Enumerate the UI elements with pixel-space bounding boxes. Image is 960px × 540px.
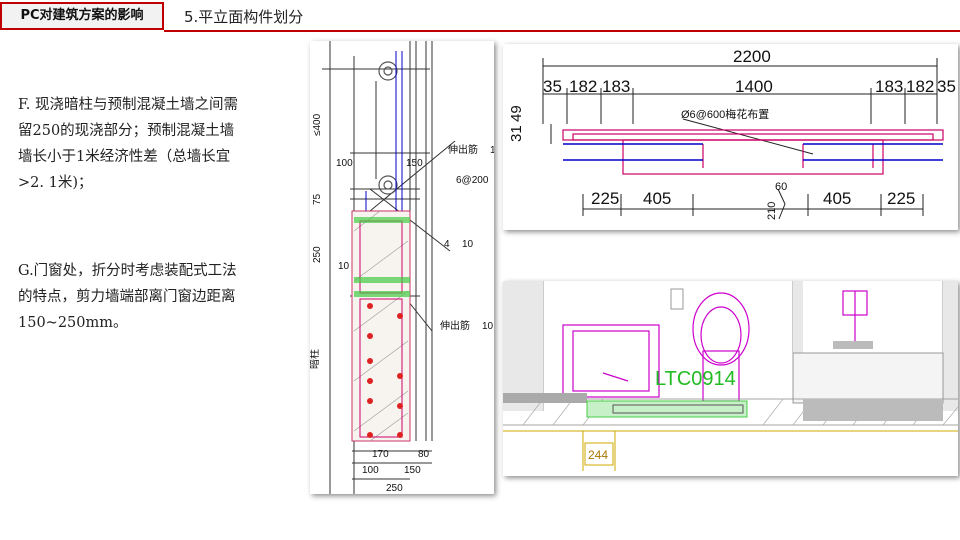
header-rule xyxy=(164,30,960,32)
slide-header: PC对建筑方案的影响 5.平立面构件划分 xyxy=(0,0,960,32)
note-label: 6@200 xyxy=(456,175,489,186)
dim-label: 35 xyxy=(937,77,956,96)
dim-label: 31 xyxy=(508,125,525,142)
column-section-drawing: ≤400 100 150 伸出筋 1 6@200 75 250 4 10 10 … xyxy=(310,41,494,494)
window-code-label: LTC0914 xyxy=(655,368,736,390)
text-line: >2. 1米)； xyxy=(18,175,93,191)
dim-label: 250 xyxy=(312,246,323,263)
dim-label: 405 xyxy=(823,189,851,208)
dim-label: 60 xyxy=(775,181,787,193)
note-label: 伸出筋 xyxy=(448,143,478,156)
note-label: 1 xyxy=(490,145,494,156)
note-label: 4 xyxy=(444,239,450,250)
dim-label: 210 xyxy=(766,202,778,220)
note-label: 10 xyxy=(338,261,350,272)
dim-label: 75 xyxy=(312,193,323,205)
dim-label: 100 xyxy=(336,158,353,169)
paragraph-g: G.门窗处，折分时考虑装配式工法 的特点，剪力墙端部离门窗边距离 150~250… xyxy=(18,258,308,336)
dim-label: 150 xyxy=(406,158,423,169)
chapter-tag: PC对建筑方案的影响 xyxy=(0,2,164,30)
text-line: G.门窗处，折分时考虑装配式工法 xyxy=(18,263,237,279)
text-line: 留250的现浇部分；预制混凝土墙 xyxy=(18,123,235,139)
dim-label: 35 xyxy=(543,77,562,96)
dim-label: 1400 xyxy=(735,77,773,96)
dim-label: 182 xyxy=(569,77,597,96)
dim-label: 225 xyxy=(887,189,915,208)
dim-label: 183 xyxy=(602,77,630,96)
text-line: 的特点，剪力墙端部离门窗边距离 xyxy=(18,289,236,305)
dim-label: 100 xyxy=(362,465,379,476)
text-line: 150~250mm。 xyxy=(18,315,128,331)
dim-label: 225 xyxy=(591,189,619,208)
dim-label: 182 xyxy=(906,77,934,96)
text-line: 墙长小于1米经济性差（总墙长宜 xyxy=(18,149,231,165)
dim-label: 170 xyxy=(372,449,389,460)
window-plan-drawing: LTC0914 244 xyxy=(503,281,958,476)
text-line: F. 现浇暗柱与预制混凝土墙之间需 xyxy=(18,97,239,113)
dim-label: 250 xyxy=(386,483,403,494)
note-label: 10 xyxy=(482,321,494,332)
dim-label: ≤400 xyxy=(312,113,323,136)
dim-label: 2200 xyxy=(733,47,771,66)
dim-label: 183 xyxy=(875,77,903,96)
side-label: 暗柱 xyxy=(310,349,321,369)
dim-label: 49 xyxy=(508,105,525,122)
dim-label: 405 xyxy=(643,189,671,208)
dim-label: 244 xyxy=(588,448,608,462)
rebar-note: Ø6@600梅花布置 xyxy=(681,107,769,121)
dim-label: 150 xyxy=(404,465,421,476)
section-title: 5.平立面构件划分 xyxy=(184,8,304,26)
window-plan-svg: LTC0914 244 xyxy=(503,281,958,476)
note-label: 伸出筋 xyxy=(440,319,470,332)
note-label: 10 xyxy=(462,239,474,250)
paragraph-f: F. 现浇暗柱与预制混凝土墙之间需 留250的现浇部分；预制混凝土墙 墙长小于1… xyxy=(18,92,308,196)
column-section-svg: ≤400 100 150 伸出筋 1 6@200 75 250 4 10 10 … xyxy=(310,41,494,494)
dim-label: 80 xyxy=(418,449,430,460)
beam-section-svg: 2200 35 182 183 1400 183 182 35 225 405 … xyxy=(508,47,956,220)
beam-section-drawing: 2200 35 182 183 1400 183 182 35 225 405 … xyxy=(503,44,958,230)
